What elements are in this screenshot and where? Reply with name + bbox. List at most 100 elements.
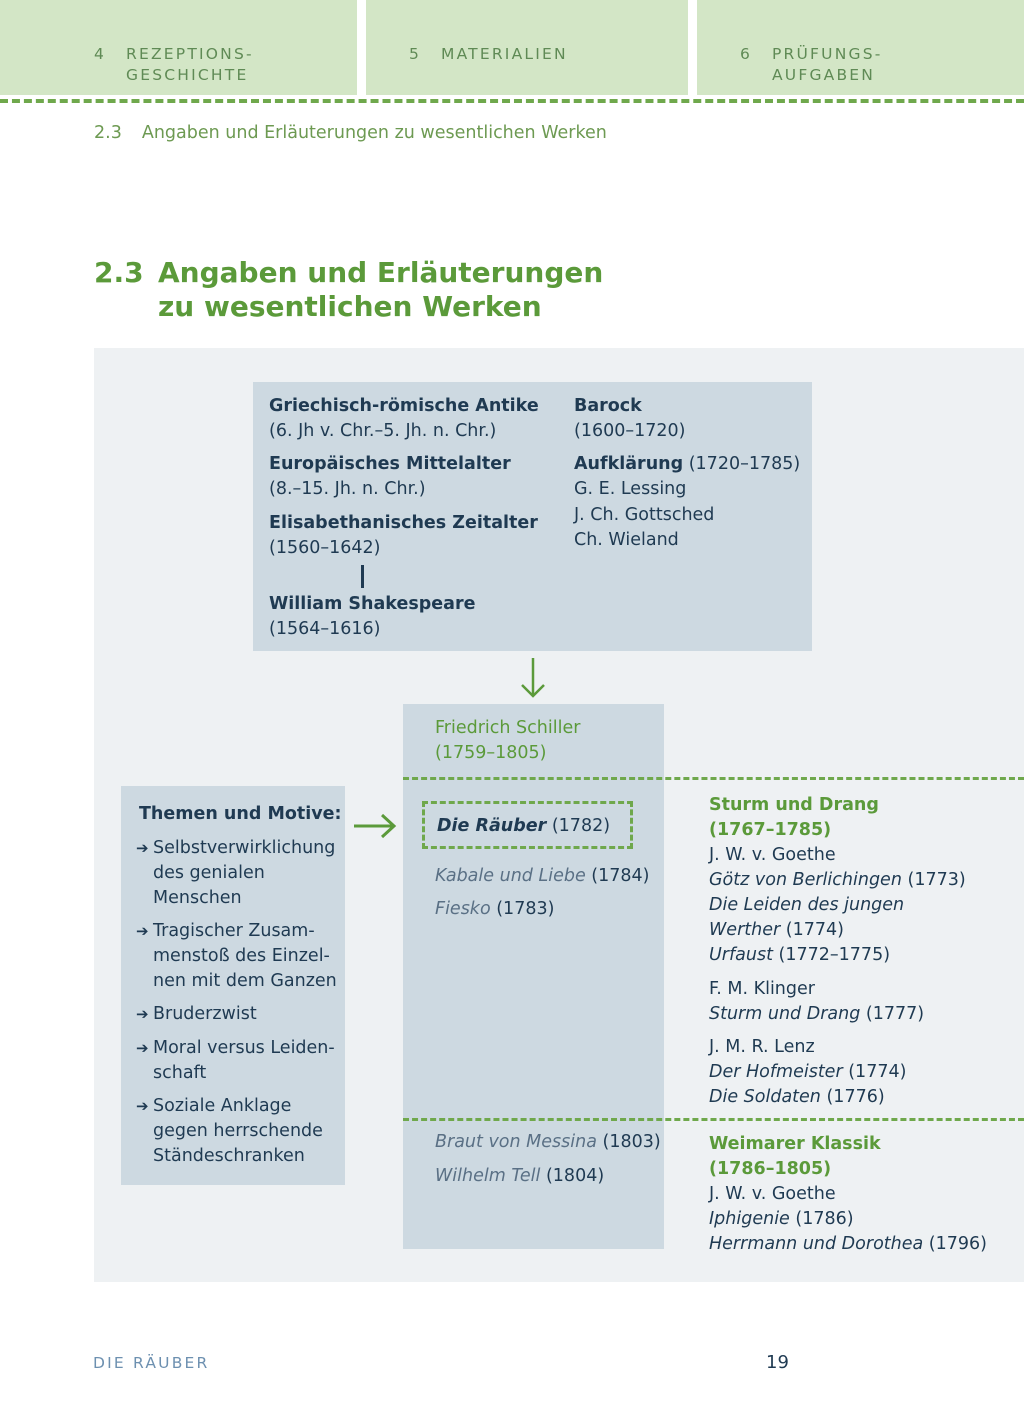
work-year: (1773) — [907, 870, 966, 890]
period-divider — [403, 777, 1024, 780]
tab-number: 5 — [409, 45, 422, 63]
era-name: Aufklärung — [574, 454, 684, 474]
work-item: Werther (1774) — [709, 918, 844, 943]
title-line: Angaben und Erläuterungen — [158, 256, 604, 289]
arrow-down-icon — [521, 658, 545, 698]
work-item: Urfaust (1772–1775) — [709, 943, 890, 968]
connector-line — [361, 565, 364, 588]
title-number: 2.3 — [94, 256, 144, 289]
work-item: Wilhelm Tell (1804) — [435, 1164, 604, 1189]
work-item: Herrmann und Dorothea (1796) — [709, 1232, 987, 1257]
arrow-bullet-icon: ➔ — [136, 839, 149, 857]
theme-line: Tragischer Zusam- — [153, 921, 315, 941]
work-title: Kabale und Liebe — [435, 866, 586, 886]
tab-rezeptionsgeschichte[interactable]: 4 REZEPTIONS- GESCHICHTE — [0, 0, 357, 95]
work-title: Braut von Messina — [435, 1132, 597, 1152]
work-title: Wilhelm Tell — [435, 1166, 541, 1186]
work-year: (1777) — [865, 1004, 925, 1024]
themes-heading: Themen und Motive: — [139, 804, 342, 824]
header-divider — [0, 99, 1024, 103]
theme-line: menstoß des Einzel- — [153, 946, 330, 966]
author-name: J. Ch. Gottsched — [574, 505, 715, 525]
tab-number: 4 — [94, 45, 107, 63]
schiller-name: Friedrich Schiller — [435, 718, 581, 738]
author-name: G. E. Lessing — [574, 479, 687, 499]
title-line: zu wesentlichen Werken — [158, 290, 542, 323]
tab-number: 6 — [740, 45, 753, 63]
breadcrumb-number: 2.3 — [94, 123, 122, 143]
theme-line: Selbstverwirklichung — [153, 838, 336, 858]
theme-item: ➔ Bruderzwist — [136, 1002, 257, 1027]
author-name: F. M. Klinger — [709, 979, 815, 999]
theme-line: Moral versus Leiden- — [153, 1038, 335, 1058]
arrow-bullet-icon: ➔ — [136, 1097, 149, 1115]
work-title: Die Soldaten — [709, 1087, 821, 1107]
work-year: (1782) — [551, 816, 611, 836]
work-year: (1783) — [496, 899, 555, 919]
era-dates: (6. Jh v. Chr.–5. Jh. n. Chr.) — [269, 421, 497, 441]
author-name: Ch. Wieland — [574, 530, 679, 550]
theme-line: Menschen — [153, 888, 242, 908]
theme-item: ➔ Moral versus Leiden- schaft — [136, 1036, 335, 1086]
work-year: (1786) — [795, 1209, 854, 1229]
period-dates: (1786–1805) — [709, 1159, 832, 1179]
arrow-right-icon — [354, 813, 397, 839]
work-item: Die Soldaten (1776) — [709, 1085, 885, 1110]
era-dates: (1600–1720) — [574, 421, 686, 441]
work-title: Die Räuber — [437, 816, 547, 836]
era-name: Europäisches Mittelalter — [269, 454, 511, 474]
tab-label: MATERIALIEN — [441, 45, 568, 63]
period-divider — [403, 1118, 1024, 1121]
theme-line: schaft — [153, 1063, 207, 1083]
arrow-bullet-icon: ➔ — [136, 922, 149, 940]
page-number: 19 — [766, 1352, 789, 1373]
work-year: (1774) — [785, 920, 844, 940]
tab-label: REZEPTIONS- — [126, 45, 254, 63]
arrow-bullet-icon: ➔ — [136, 1005, 149, 1023]
tab-label: PRÜFUNGS- — [772, 45, 883, 63]
work-year: (1803) — [602, 1132, 661, 1152]
author-dates: (1564–1616) — [269, 619, 381, 639]
work-item: Iphigenie (1786) — [709, 1207, 854, 1232]
tab-materialien[interactable]: 5 MATERIALIEN — [366, 0, 688, 95]
work-title: Der Hofmeister — [709, 1062, 843, 1082]
work-title: Fiesko — [435, 899, 491, 919]
era-name: Elisabethanisches Zeitalter — [269, 513, 538, 533]
theme-item: ➔ Tragischer Zusam- menstoß des Einzel- … — [136, 919, 337, 994]
theme-line: Bruderzwist — [153, 1004, 257, 1024]
era-dates: (8.–15. Jh. n. Chr.) — [269, 479, 426, 499]
work-item: Kabale und Liebe (1784) — [435, 864, 650, 889]
breadcrumb-text: Angaben und Erläuterungen zu wesentliche… — [141, 123, 607, 143]
work-year: (1804) — [545, 1166, 605, 1186]
author-name: William Shakespeare — [269, 594, 476, 614]
era-aufklaerung: Aufklärung (1720–1785) — [574, 452, 800, 477]
work-title: Die Leiden des jungen — [709, 895, 905, 915]
era-name: Griechisch-römische Antike — [269, 396, 539, 416]
work-item: Fiesko (1783) — [435, 897, 554, 922]
tab-label: GESCHICHTE — [126, 66, 249, 84]
work-year: (1774) — [848, 1062, 907, 1082]
influences-box — [253, 382, 812, 651]
work-year: (1784) — [591, 866, 650, 886]
theme-item: ➔ Selbstverwirklichung des genialen Mens… — [136, 836, 336, 911]
schiller-box — [403, 704, 664, 1249]
theme-line: Soziale Anklage — [153, 1096, 292, 1116]
era-name: Barock — [574, 396, 642, 416]
theme-line: gegen herrschende — [153, 1121, 323, 1141]
author-name: J. W. v. Goethe — [709, 845, 836, 865]
era-dates: (1560–1642) — [269, 538, 381, 558]
author-name: J. W. v. Goethe — [709, 1184, 836, 1204]
work-year: (1796) — [928, 1234, 987, 1254]
highlight-box — [422, 801, 633, 849]
work-item: Braut von Messina (1803) — [435, 1130, 661, 1155]
period-name: Sturm und Drang — [709, 795, 879, 815]
theme-line: des genialen — [153, 863, 265, 883]
work-title: Herrmann und Dorothea — [709, 1234, 924, 1254]
tab-pruefungsaufgaben[interactable]: 6 PRÜFUNGS- AUFGABEN — [697, 0, 1024, 95]
period-name: Weimarer Klassik — [709, 1134, 881, 1154]
footer-book-title: DIE RÄUBER — [93, 1354, 210, 1372]
author-name: J. M. R. Lenz — [709, 1037, 815, 1057]
work-title: Sturm und Drang — [709, 1004, 861, 1024]
work-item: Götz von Berlichingen (1773) — [709, 868, 966, 893]
period-dates: (1767–1785) — [709, 820, 832, 840]
